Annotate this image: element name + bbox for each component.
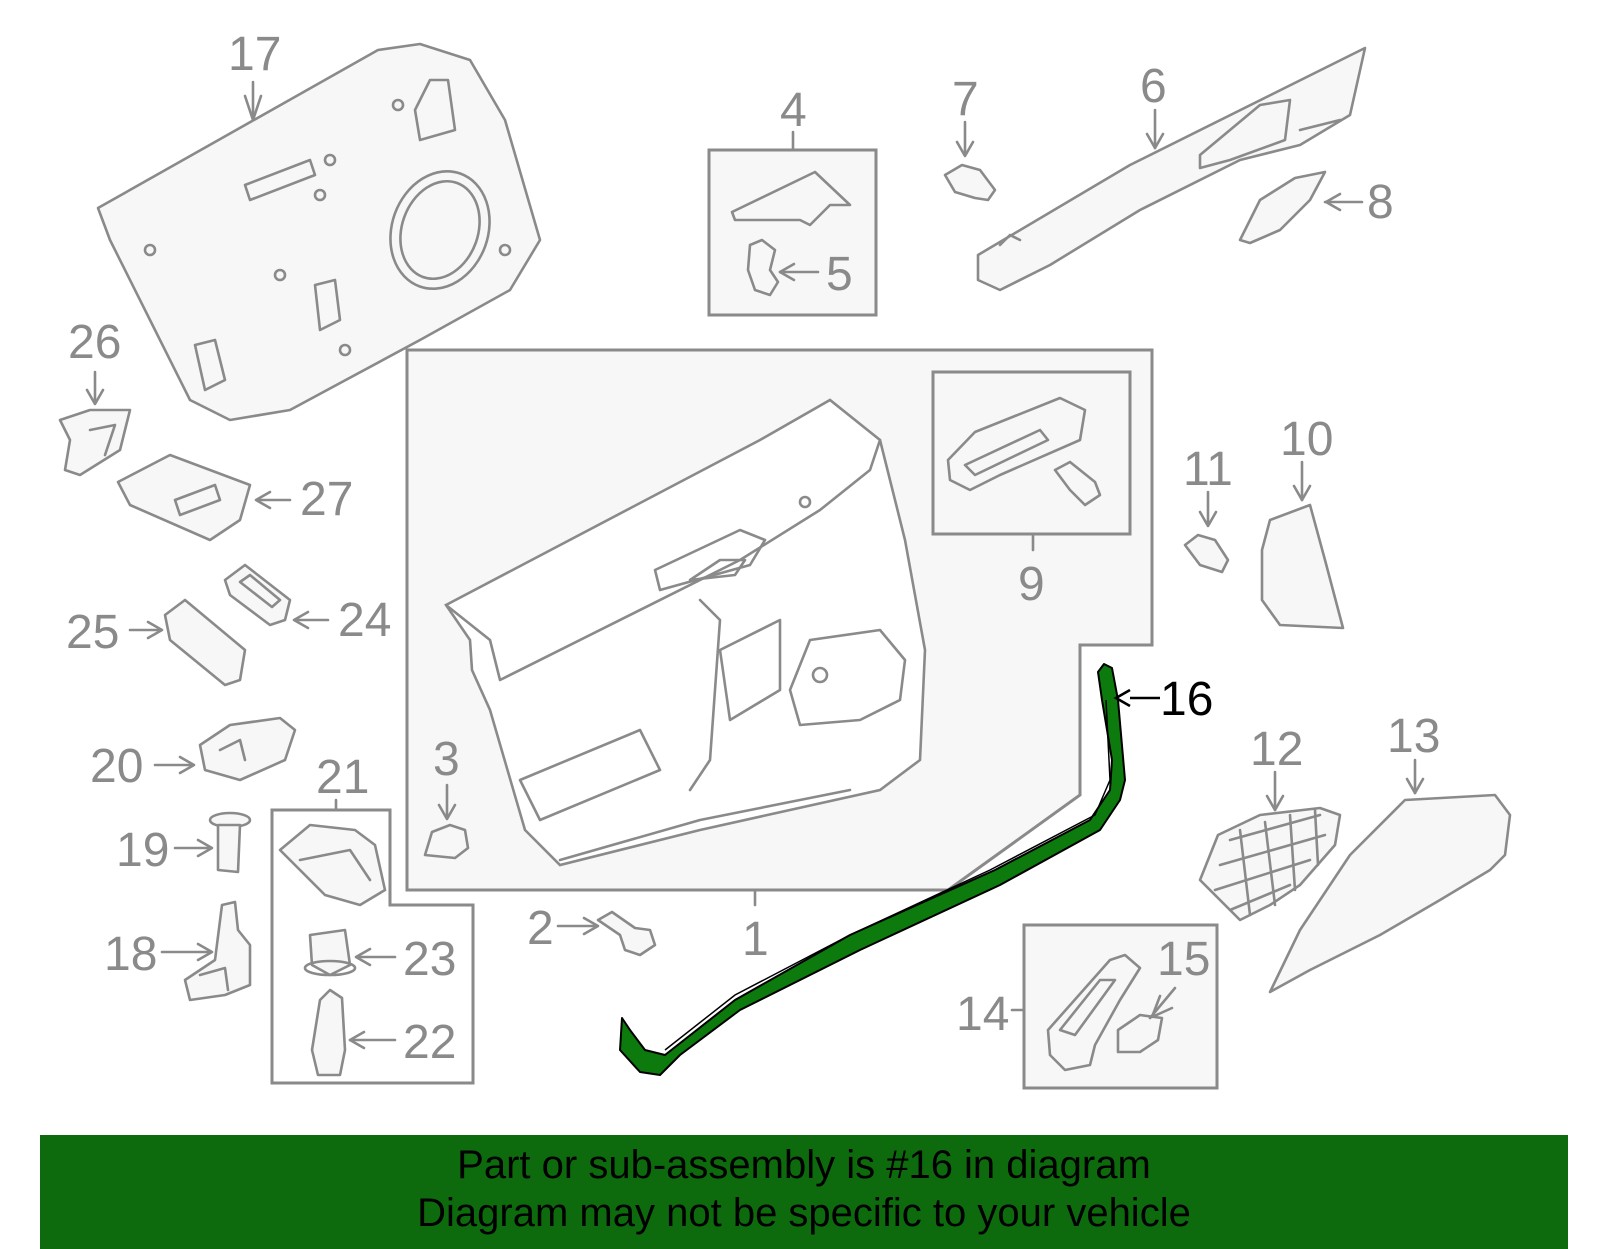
callout-14: 14 (956, 988, 1009, 1041)
part-22-bulb[interactable] (310, 988, 397, 1077)
part-11-clip[interactable] (1183, 490, 1230, 574)
part-14-switch-panel[interactable] (1046, 953, 1142, 1072)
callout-17: 17 (228, 28, 281, 81)
callout-10: 10 (1280, 413, 1333, 466)
part-3-plug[interactable] (423, 783, 470, 860)
part-23-clip[interactable] (303, 928, 397, 977)
part-7-clip[interactable] (943, 120, 997, 202)
part-20-bracket[interactable] (153, 716, 297, 782)
part-15-clip[interactable] (1116, 986, 1177, 1054)
callout-18: 18 (104, 928, 157, 981)
part-19-plug[interactable] (173, 811, 252, 874)
part-8-cover[interactable] (1238, 170, 1364, 245)
part-5-clip[interactable] (746, 238, 820, 297)
part-6-armrest-trim[interactable] (976, 46, 1367, 292)
part-26-bracket[interactable] (58, 370, 132, 477)
box-4-frame (707, 148, 878, 317)
callout-21: 21 (316, 751, 369, 804)
callout-20: 20 (90, 740, 143, 793)
part-25-button[interactable] (128, 598, 247, 687)
callout-8: 8 (1367, 176, 1394, 229)
callout-7: 7 (952, 73, 979, 126)
part-24-switch[interactable] (223, 563, 330, 630)
callout-11: 11 (1183, 443, 1233, 496)
part-1-door-trim-panel[interactable] (444, 398, 927, 867)
callout-12: 12 (1250, 723, 1303, 776)
callout-3: 3 (433, 733, 460, 786)
part-17-door-inner-panel[interactable] (96, 42, 542, 422)
callout-27: 27 (300, 473, 353, 526)
callout-9: 9 (1018, 558, 1045, 611)
banner-line-2: Diagram may not be specific to your vehi… (417, 1191, 1191, 1235)
callout-24: 24 (338, 594, 391, 647)
callout-15: 15 (1157, 933, 1210, 986)
part-4-trim[interactable] (730, 170, 852, 227)
part-18-latch[interactable] (160, 900, 252, 1002)
part-16-weatherstrip[interactable] (619, 663, 1160, 1076)
callout-4: 4 (780, 84, 807, 137)
part-27-module[interactable] (116, 453, 292, 542)
part-10-speaker-cover[interactable] (1260, 460, 1345, 630)
callout-13: 13 (1387, 710, 1440, 763)
callout-2: 2 (527, 902, 554, 955)
box-14-frame (1022, 923, 1219, 1090)
callout-16: 16 (1160, 673, 1213, 726)
callout-25: 25 (66, 606, 119, 659)
part-21-housing[interactable] (278, 823, 387, 907)
callout-6: 6 (1140, 60, 1167, 113)
callout-22: 22 (403, 1016, 456, 1069)
banner-line-1: Part or sub-assembly is #16 in diagram (457, 1143, 1151, 1187)
part-2-screw[interactable] (556, 910, 657, 957)
callout-5: 5 (826, 248, 853, 301)
callout-19: 19 (116, 824, 169, 877)
info-banner: Part or sub-assembly is #16 in diagram D… (40, 1135, 1568, 1249)
part-9-handle[interactable] (946, 396, 1102, 507)
callout-1: 1 (742, 913, 769, 966)
part-13-trim-panel[interactable] (1268, 758, 1512, 994)
callout-23: 23 (403, 933, 456, 986)
part-12-speaker-grille[interactable] (1198, 770, 1342, 922)
callout-26: 26 (68, 316, 121, 369)
